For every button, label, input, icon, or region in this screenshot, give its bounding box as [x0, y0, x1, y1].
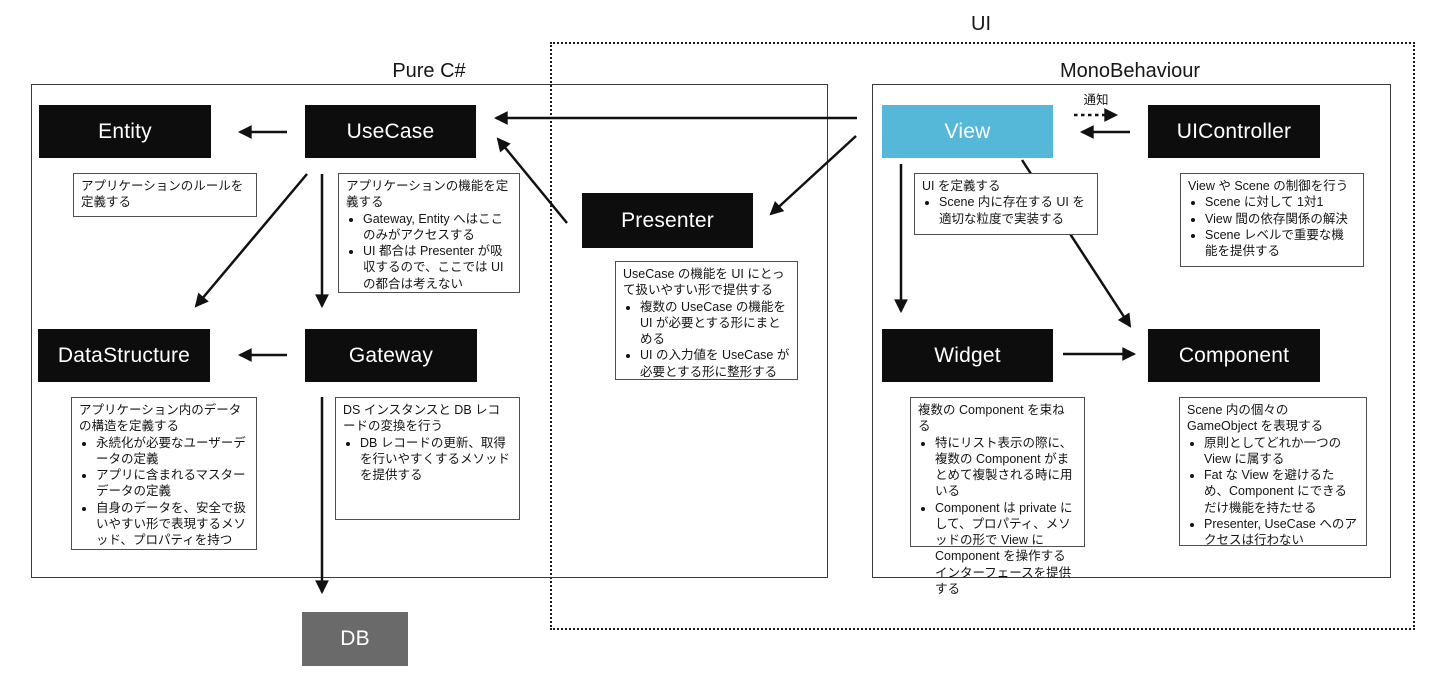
node-usecase-label: UseCase [346, 119, 435, 143]
note-component-bullet: Fat な View を避けるため、Component にできるだけ機能を持たせ… [1204, 467, 1359, 516]
note-widget-intro: 複数の Component を束ねる [918, 403, 1065, 434]
node-view: View [882, 105, 1053, 158]
node-entity: Entity [39, 105, 211, 158]
note-entity-intro: アプリケーションのルールを定義する [81, 179, 244, 210]
note-uicontroller: View や Scene の制御を行う Scene に対して 1対1 View … [1180, 173, 1364, 267]
note-view: UI を定義する Scene 内に存在する UI を適切な粒度で実装する [914, 173, 1098, 235]
note-view-bullet: Scene 内に存在する UI を適切な粒度で実装する [939, 194, 1090, 227]
note-widget-bullet: 特にリスト表示の際に、複数の Component がまとめて複製される時に用いる [935, 435, 1077, 500]
note-presenter: UseCase の機能を UI にとって扱いやすい形で提供する 複数の UseC… [615, 261, 798, 380]
note-usecase-bullet: Gateway, Entity へはここのみがアクセスする [363, 211, 512, 244]
note-gateway-intro: DS インスタンスと DB レコードの変換を行う [343, 403, 501, 434]
edge-usecase-to-datastructure [194, 173, 308, 308]
monobehaviour-group-box [872, 84, 1391, 578]
node-widget-label: Widget [934, 343, 1001, 367]
note-uicontroller-bullet: Scene に対して 1対1 [1205, 194, 1356, 210]
node-presenter-label: Presenter [621, 208, 714, 232]
node-db-label: DB [340, 627, 370, 650]
ui-group-label: UI [971, 13, 991, 35]
node-datastructure-label: DataStructure [57, 343, 191, 367]
note-widget: 複数の Component を束ねる 特にリスト表示の際に、複数の Compon… [910, 397, 1085, 596]
node-view-label: View [944, 119, 991, 143]
note-component: Scene 内の個々の GameObject を表現する 原則としてどれか一つの… [1179, 397, 1367, 549]
note-datastructure: アプリケーション内のデータの構造を定義する 永続化が必要なユーザーデータの定義 … [71, 397, 257, 550]
note-presenter-intro: UseCase の機能を UI にとって扱いやすい形で提供する [623, 267, 785, 298]
note-uicontroller-bullet: View 間の依存関係の解決 [1205, 211, 1356, 227]
note-datastructure-intro: アプリケーション内のデータの構造を定義する [79, 403, 242, 434]
node-presenter: Presenter [582, 193, 753, 248]
node-widget: Widget [882, 329, 1053, 382]
pure-csharp-group-label: Pure C# [392, 60, 466, 82]
ui-group-box [550, 42, 1415, 630]
node-uicontroller-label: UIController [1176, 119, 1292, 143]
note-component-bullet: Presenter, UseCase へのアクセスは行わない [1204, 516, 1359, 549]
note-presenter-bullet: UI の入力値を UseCase が必要とする形に整形する [640, 347, 790, 380]
node-datastructure: DataStructure [38, 329, 210, 382]
monobehaviour-group-label: MonoBehaviour [1059, 60, 1201, 82]
note-gateway-bullet: DB レコードの更新、取得を行いやすくするメソッドを提供する [360, 435, 512, 484]
node-entity-label: Entity [98, 119, 152, 143]
node-component: Component [1148, 329, 1320, 382]
node-component-label: Component [1178, 343, 1290, 367]
note-widget-bullet: Component は private にして、プロパティ、メソッドの形で Vi… [935, 500, 1077, 598]
edge-view-to-presenter [769, 135, 857, 216]
note-datastructure-bullet: 永続化が必要なユーザーデータの定義 [96, 435, 249, 468]
node-gateway-label: Gateway [348, 343, 434, 367]
node-uicontroller: UIController [1148, 105, 1320, 158]
edge-presenter-to-usecase [496, 137, 568, 224]
note-datastructure-bullet: アプリに含まれるマスターデータの定義 [96, 467, 249, 500]
note-presenter-bullet: 複数の UseCase の機能を UI が必要とする形にまとめる [640, 299, 790, 348]
note-uicontroller-bullet: Scene レベルで重要な機能を提供する [1205, 227, 1356, 260]
note-usecase-bullet: UI 都合は Presenter が吸収するので、ここでは UI の都合は考えな… [363, 243, 512, 292]
note-component-bullet: 原則としてどれか一つの View に属する [1204, 435, 1359, 468]
note-datastructure-bullet: 自身のデータを、安全で扱いやすい形で表現するメソッド、プロパティを持つ [96, 500, 249, 549]
notify-edge-label: 通知 [1083, 93, 1109, 107]
node-usecase: UseCase [305, 105, 476, 158]
node-gateway: Gateway [305, 329, 477, 382]
note-gateway: DS インスタンスと DB レコードの変換を行う DB レコードの更新、取得を行… [335, 397, 520, 520]
note-usecase: アプリケーションの機能を定義する Gateway, Entity へはここのみが… [338, 173, 520, 293]
note-entity: アプリケーションのルールを定義する [73, 173, 257, 217]
note-view-intro: UI を定義する [922, 179, 1001, 193]
pure-csharp-group-box [31, 84, 828, 578]
note-component-intro: Scene 内の個々の GameObject を表現する [1187, 403, 1324, 434]
note-uicontroller-intro: View や Scene の制御を行う [1188, 179, 1349, 193]
node-db: DB [302, 612, 408, 666]
note-usecase-intro: アプリケーションの機能を定義する [346, 179, 509, 210]
